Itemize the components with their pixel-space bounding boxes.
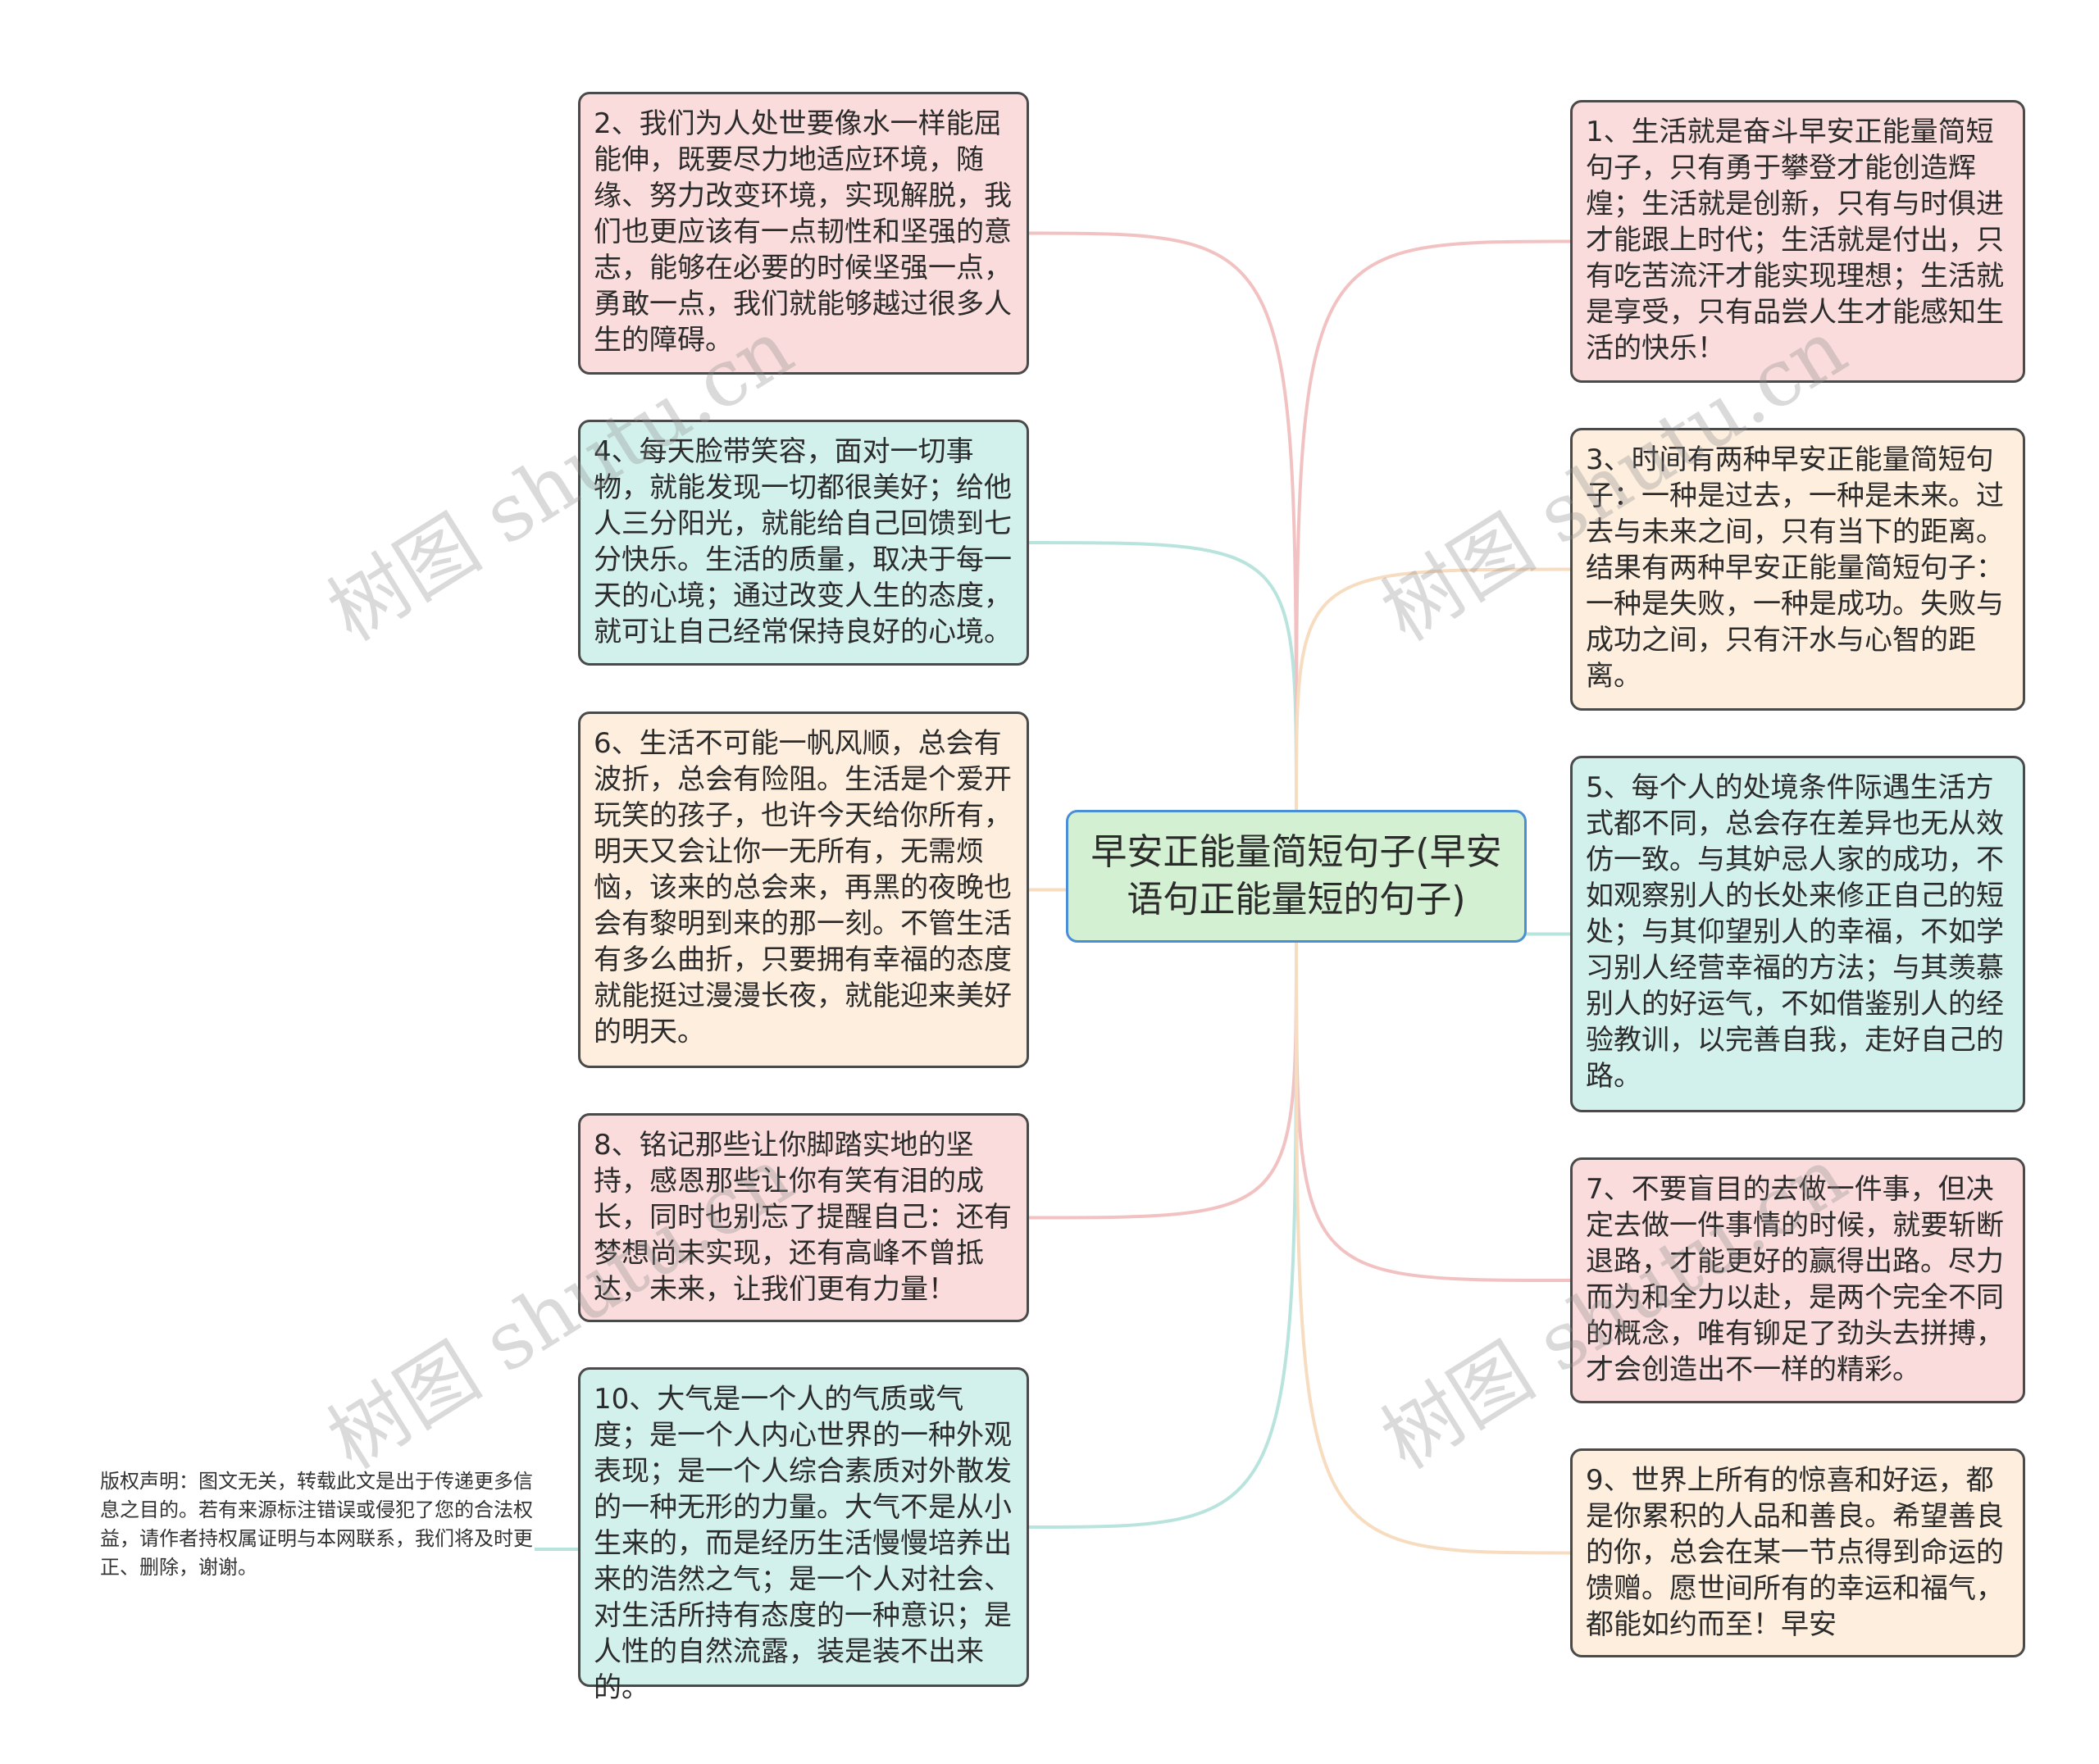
connector-right-1 <box>1295 239 1571 811</box>
connector-right-5 <box>1295 942 1571 1555</box>
connector-right-4 <box>1295 942 1571 1282</box>
connector-left-5 <box>1028 942 1298 1529</box>
central-topic[interactable]: 早安正能量简短句子(早安语句正能量短的句子) <box>1066 810 1527 943</box>
connector-left-1 <box>1028 231 1298 811</box>
copyright-notice: 版权声明：图文无关，转载此文是出于传递更多信息之目的。若有来源标注错误或侵犯了您… <box>100 1470 533 1579</box>
topic-node-10[interactable]: 10、大气是一个人的气质或气度；是一个人内心世界的一种外观表现；是一个人综合素质… <box>578 1367 1029 1704</box>
topic-node-8[interactable]: 8、铭记那些让你脚踏实地的坚持，感恩那些让你有笑有泪的成长，同时也别忘了提醒自己… <box>578 1113 1029 1322</box>
connector-right-2 <box>1295 567 1571 811</box>
topic-node-4[interactable]: 4、每天脸带笑容，面对一切事物，就能发现一切都很美好；给他人三分阳光，就能给自己… <box>578 420 1029 666</box>
topic-node-1[interactable]: 1、生活就是奋斗早安正能量简短句子，只有勇于攀登才能创造辉煌；生活就是创新，只有… <box>1570 100 2025 383</box>
topic-node-6[interactable]: 6、生活不可能一帆风顺，总会有波折，总会有险阻。生活是个爱开玩笑的孩子，也许今天… <box>578 712 1029 1068</box>
connector-left-2 <box>1028 541 1298 811</box>
topic-node-9[interactable]: 9、世界上所有的惊喜和好运，都是你累积的人品和善良。希望善良的你，总会在某一节点… <box>1570 1448 2025 1657</box>
connector-left-4 <box>1028 942 1298 1220</box>
topic-node-3[interactable]: 3、时间有两种早安正能量简短句子：一种是过去，一种是未来。过去与未来之间，只有当… <box>1570 428 2025 711</box>
topic-node-2[interactable]: 2、我们为人处世要像水一样能屈能伸，既要尽力地适应环境，随缘、努力改变环境，实现… <box>578 92 1029 375</box>
topic-node-7[interactable]: 7、不要盲目的去做一件事，但决定去做一件事情的时候，就要斩断退路，才能更好的赢得… <box>1570 1157 2025 1403</box>
topic-node-5[interactable]: 5、每个人的处境条件际遇生活方式都不同，总会存在差异也无从效仿一致。与其妒忌人家… <box>1570 756 2025 1112</box>
